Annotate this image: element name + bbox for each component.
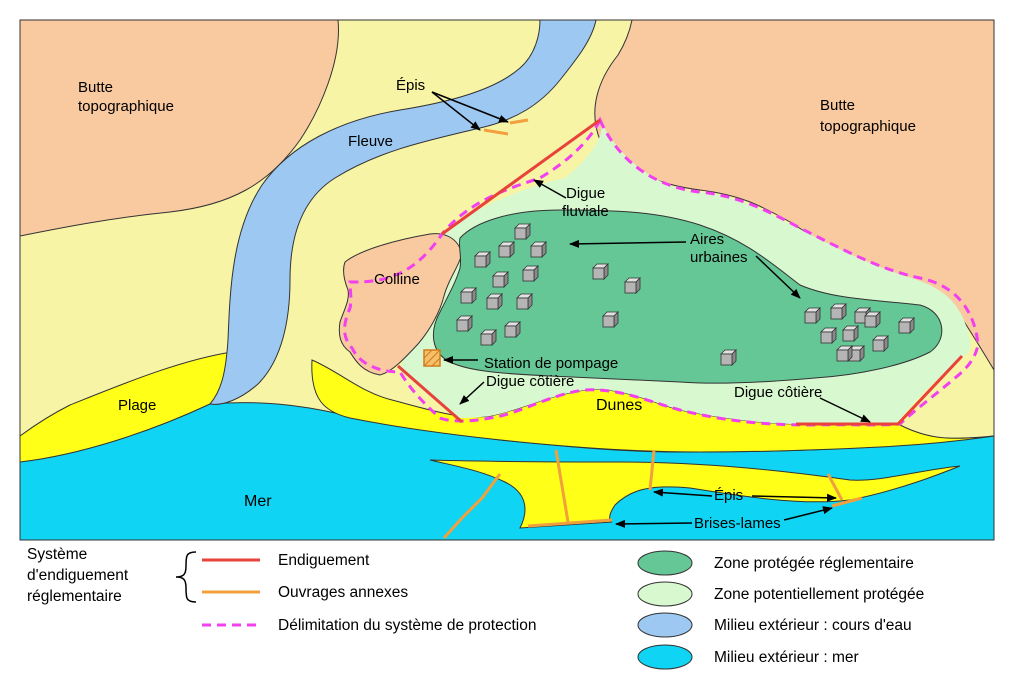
legend-brace <box>175 551 197 603</box>
label-aires-l1: Aires <box>690 231 724 248</box>
building-icon <box>592 263 609 280</box>
building-icon <box>804 307 821 324</box>
building-icon <box>486 293 503 310</box>
boundary-line <box>343 116 980 427</box>
building-icon <box>516 293 533 310</box>
label-epis-bottom: Épis <box>714 487 743 504</box>
epi-bottom-1 <box>442 473 502 540</box>
building-icon <box>836 345 853 362</box>
label-butte-left-l1: Butte <box>78 79 113 96</box>
building-icon <box>474 251 491 268</box>
legend-cours-eau-swatch <box>637 612 693 638</box>
label-butte-right-l1: Butte <box>820 97 855 114</box>
label-fleuve: Fleuve <box>348 133 393 150</box>
building-icon <box>498 241 515 258</box>
label-brises-lames: Brises-lames <box>694 515 781 532</box>
map-area: Butte topographique Butte topographique … <box>19 19 995 541</box>
label-digue-fluviale-l1: Digue <box>566 185 605 202</box>
building-icon <box>460 287 477 304</box>
building-icon <box>514 223 531 240</box>
building-icon <box>830 303 847 320</box>
legend-endiguement: Endiguement <box>278 552 370 569</box>
epi-bottom-3 <box>826 473 844 501</box>
building-icon <box>530 241 547 258</box>
legend-zone-reglementaire-swatch <box>637 550 693 576</box>
label-butte-right-l2: topographique <box>820 118 916 135</box>
annotation-arrows <box>431 91 871 528</box>
legend-delimitation: Délimitation du système de protection <box>278 617 536 634</box>
building-icon <box>522 265 539 282</box>
legend-zone-reglementaire: Zone protégée réglementaire <box>714 555 914 572</box>
legend: Système d'endiguement réglementaire Endi… <box>27 546 924 670</box>
label-digue-cotiere-left: Digue côtière <box>486 373 574 390</box>
label-digue-fluviale-l2: fluviale <box>562 203 609 220</box>
building-icon <box>504 321 521 338</box>
label-butte-left-l2: topographique <box>78 98 174 115</box>
building-icon <box>492 271 509 288</box>
butte-left-shape <box>19 19 339 237</box>
legend-ouvrages: Ouvrages annexes <box>278 584 408 601</box>
annex-structures <box>442 118 863 540</box>
legend-system-l3: réglementaire <box>27 588 122 605</box>
dikes <box>397 118 964 426</box>
digue-cotiere-right-line <box>796 354 964 426</box>
legend-zone-potentielle-swatch <box>637 581 693 607</box>
digue-cotiere-left-line <box>397 364 463 424</box>
building-icon <box>624 277 641 294</box>
digue-fluviale-line <box>441 118 601 236</box>
zone-reglementaire-shape <box>432 209 943 384</box>
building-icon <box>820 327 837 344</box>
legend-cours-eau: Milieu extérieur : cours d'eau <box>714 617 912 634</box>
label-dunes: Dunes <box>596 397 642 414</box>
label-mer: Mer <box>244 493 272 510</box>
brise-lame-2 <box>554 449 570 523</box>
label-epis-top: Épis <box>396 77 425 94</box>
epi-top-2 <box>509 118 529 125</box>
legend-system-l1: Système <box>27 546 87 563</box>
label-colline: Colline <box>374 271 420 288</box>
label-plage: Plage <box>118 397 156 414</box>
brise-lame-3 <box>831 496 863 508</box>
legend-zone-potentielle: Zone potentiellement protégée <box>714 586 924 603</box>
building-icon <box>480 329 497 346</box>
building-icon <box>872 335 889 352</box>
label-station: Station de pompage <box>484 355 618 372</box>
brise-lame-1 <box>527 518 613 528</box>
pumping-station-icon <box>423 349 441 367</box>
building-icon <box>842 325 859 342</box>
legend-mer-swatch <box>637 644 693 670</box>
building-icon <box>602 311 619 328</box>
building-icon <box>456 315 473 332</box>
building-icon <box>898 317 915 334</box>
legend-system-l2: d'endiguement <box>27 567 129 584</box>
epi-bottom-2 <box>648 449 656 491</box>
map-labels: Butte topographique Butte topographique … <box>78 77 916 532</box>
building-icon <box>720 349 737 366</box>
label-aires-l2: urbaines <box>690 249 748 266</box>
label-digue-cotiere-right: Digue côtière <box>734 384 822 401</box>
building-icon <box>864 311 881 328</box>
legend-mer: Milieu extérieur : mer <box>714 649 859 666</box>
epi-top-1 <box>483 128 509 136</box>
